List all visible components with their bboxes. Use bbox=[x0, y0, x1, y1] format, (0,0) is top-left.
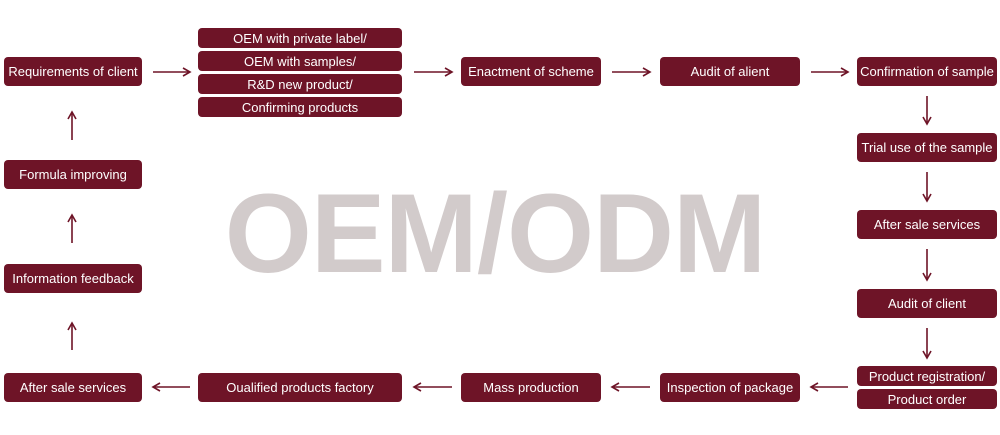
step-after-sale-services-right: After sale services bbox=[857, 210, 997, 239]
step-confirmation-of-sample: Confirmation of sample bbox=[857, 57, 997, 86]
step-product-order: Product order bbox=[857, 389, 997, 409]
step-product-registration: Product registration/ bbox=[857, 366, 997, 386]
step-trial-use-of-sample: Trial use of the sample bbox=[857, 133, 997, 162]
step-audit-of-client: Audit of client bbox=[857, 289, 997, 318]
step-mass-production: Mass production bbox=[461, 373, 601, 402]
step-requirements-of-client: Requirements of client bbox=[4, 57, 142, 86]
product-options-stack: OEM with private label/ OEM with samples… bbox=[198, 28, 402, 117]
option-oem-with-samples: OEM with samples/ bbox=[198, 51, 402, 71]
step-qualified-products-factory: Oualified products factory bbox=[198, 373, 402, 402]
step-enactment-of-scheme: Enactment of scheme bbox=[461, 57, 601, 86]
option-oem-private-label: OEM with private label/ bbox=[198, 28, 402, 48]
option-rd-new-product: R&D new product/ bbox=[198, 74, 402, 94]
watermark-title: OEM/ODM bbox=[224, 170, 767, 296]
step-after-sale-services-left: After sale services bbox=[4, 373, 142, 402]
step-information-feedback: Information feedback bbox=[4, 264, 142, 293]
step-audit-of-alient: Audit of alient bbox=[660, 57, 800, 86]
step-formula-improving: Formula improving bbox=[4, 160, 142, 189]
step-inspection-of-package: Inspection of package bbox=[660, 373, 800, 402]
option-confirming-products: Confirming products bbox=[198, 97, 402, 117]
product-registration-stack: Product registration/ Product order bbox=[857, 366, 997, 409]
